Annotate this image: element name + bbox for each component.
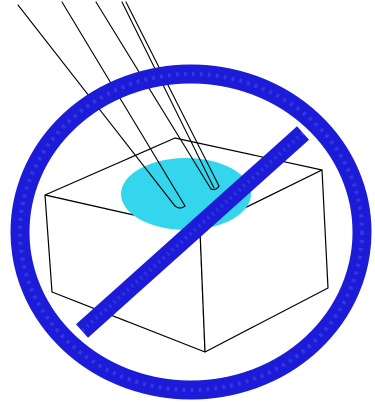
- illustration-canvas: [0, 0, 375, 412]
- prohibition-illustration: [0, 0, 375, 412]
